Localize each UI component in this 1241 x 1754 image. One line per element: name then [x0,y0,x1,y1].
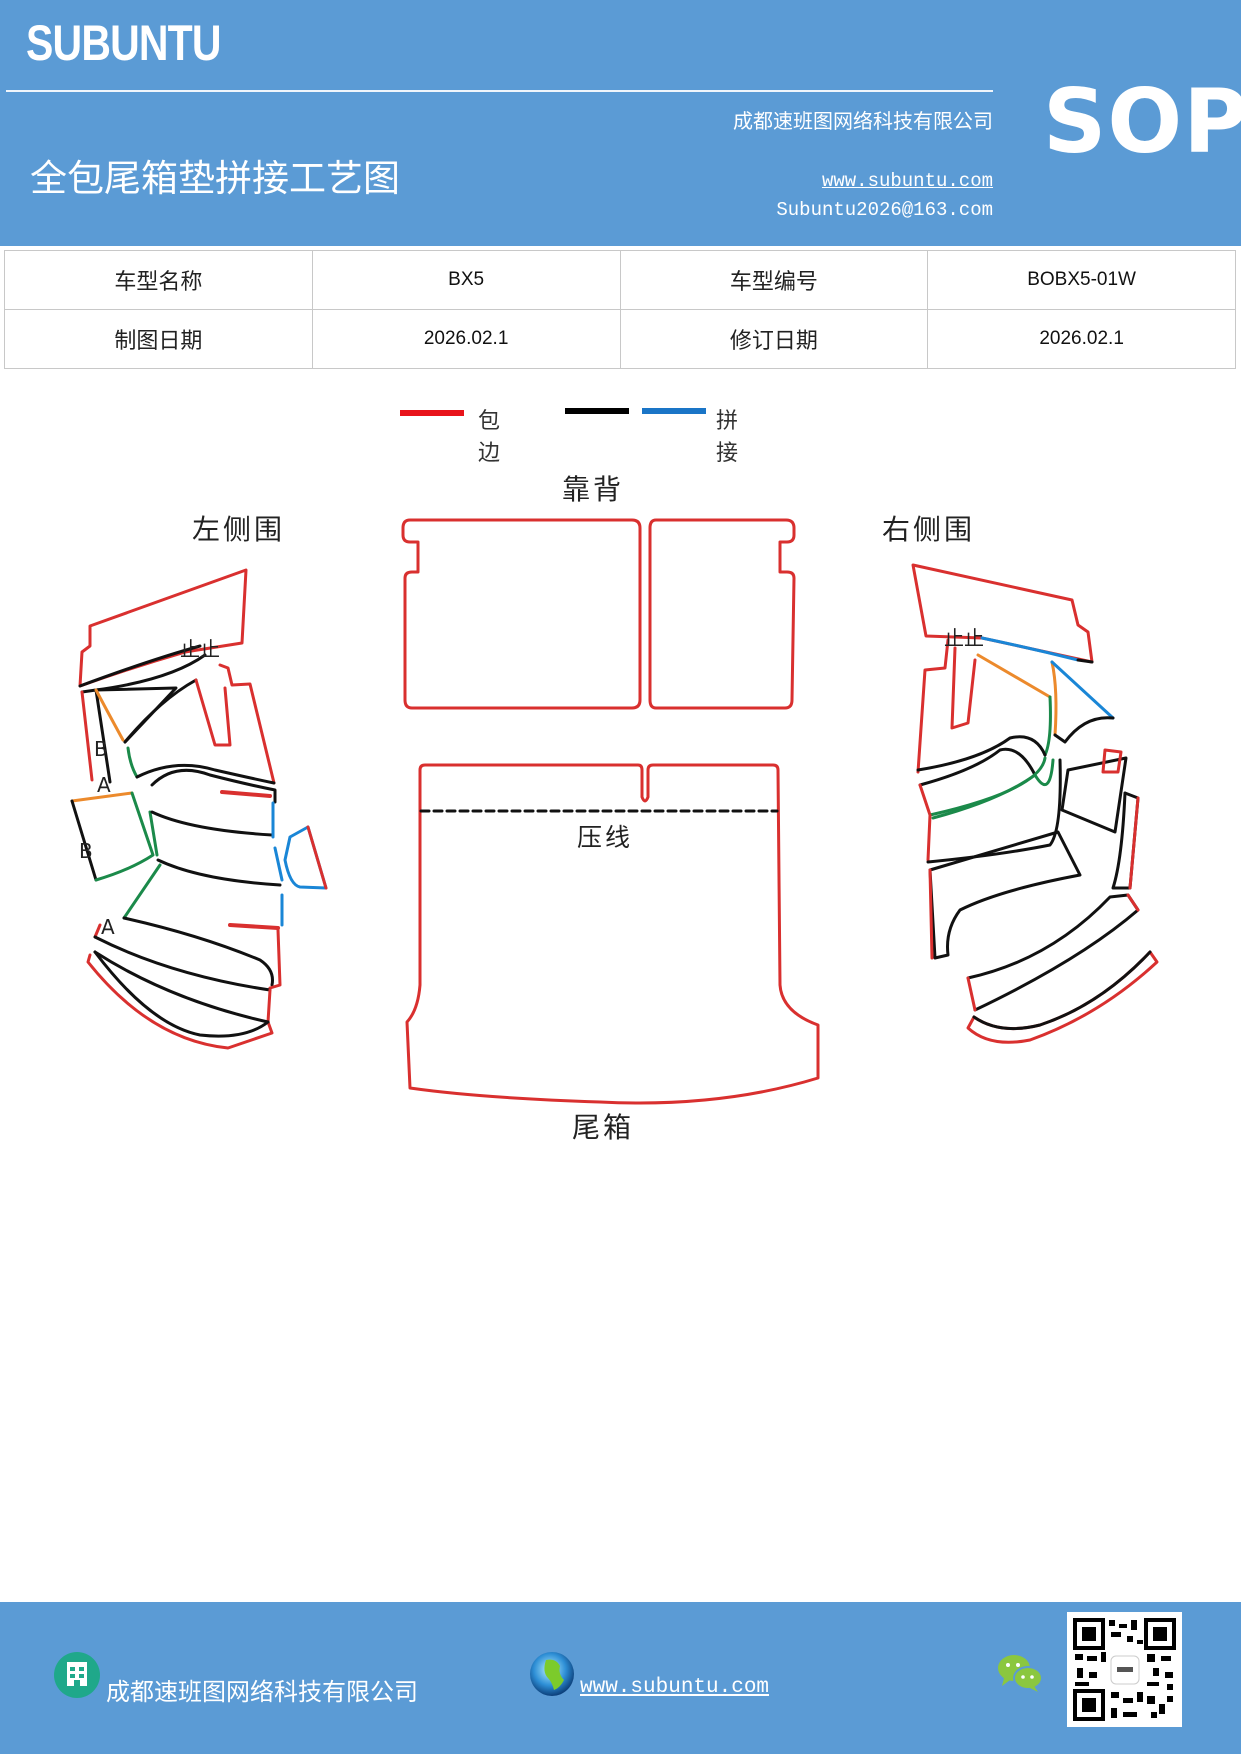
drawing-date-value: 2026.02.1 [311,309,621,369]
trunk-panel [405,763,820,1105]
backrest-right-panel [648,518,796,710]
brand-logo: SUBUNTU [26,15,222,71]
email-text: Subuntu2026@163.com [776,199,993,221]
label-press-line: 压线 [577,823,634,852]
left-side-panels [70,568,328,1050]
legend-label-seam: 拼接 [716,409,739,466]
vehicle-info-table: 车型名称 BX5 车型编号 BOBX5-01W 制图日期 2026.02.1 修… [4,250,1236,369]
backrest-left-panel [401,518,642,710]
legend-label-edge: 包边 [478,409,501,466]
footer-banner: 成都速班图网络科技有限公司 www.subuntu.com [0,1602,1241,1754]
pattern-drawing: 止止 止止 B A B A [70,518,1159,1105]
revision-date-value: 2026.02.1 [927,309,1236,369]
marker-b-2: B [79,839,93,863]
legend-swatch-blue [642,408,706,414]
marker-b-1: B [94,737,108,761]
sop-badge: SOP [1043,70,1241,173]
building-icon [54,1652,100,1698]
model-name-value: BX5 [311,250,621,310]
label-backrest: 靠背 [562,473,625,506]
website-link[interactable]: www.subuntu.com [821,170,993,192]
legend-swatch-red [400,410,464,416]
marker-a-2: A [101,915,115,939]
stop-marker-left: 止止 [180,637,220,661]
table-row: 车型名称 BX5 车型编号 BOBX5-01W [4,250,1236,310]
model-code-label: 车型编号 [619,250,929,310]
header-banner: SUBUNTU 全包尾箱垫拼接工艺图 成都速班图网络科技有限公司 www.sub… [0,0,1241,246]
right-side-panels [911,563,1159,1044]
company-name: 成都速班图网络科技有限公司 [733,109,993,133]
wechat-icon[interactable] [996,1652,1044,1694]
footer-website-link[interactable]: www.subuntu.com [580,1676,770,1699]
model-name-label: 车型名称 [4,250,313,310]
qr-code [1067,1612,1182,1727]
legend-swatch-black [565,408,629,414]
marker-a-1: A [97,773,111,797]
label-right-side: 右侧围 [882,513,976,546]
stop-marker-right: 止止 [944,626,984,650]
table-row: 制图日期 2026.02.1 修订日期 2026.02.1 [4,309,1236,369]
label-trunk: 尾箱 [572,1111,635,1144]
drawing-date-label: 制图日期 [4,309,313,369]
model-code-value: BOBX5-01W [927,250,1236,310]
globe-icon [530,1652,574,1696]
header-divider [6,90,993,92]
footer-company-name: 成都速班图网络科技有限公司 [106,1678,418,1706]
revision-date-label: 修订日期 [619,309,929,369]
page-title: 全包尾箱垫拼接工艺图 [30,157,400,200]
label-left-side: 左侧围 [192,513,286,546]
